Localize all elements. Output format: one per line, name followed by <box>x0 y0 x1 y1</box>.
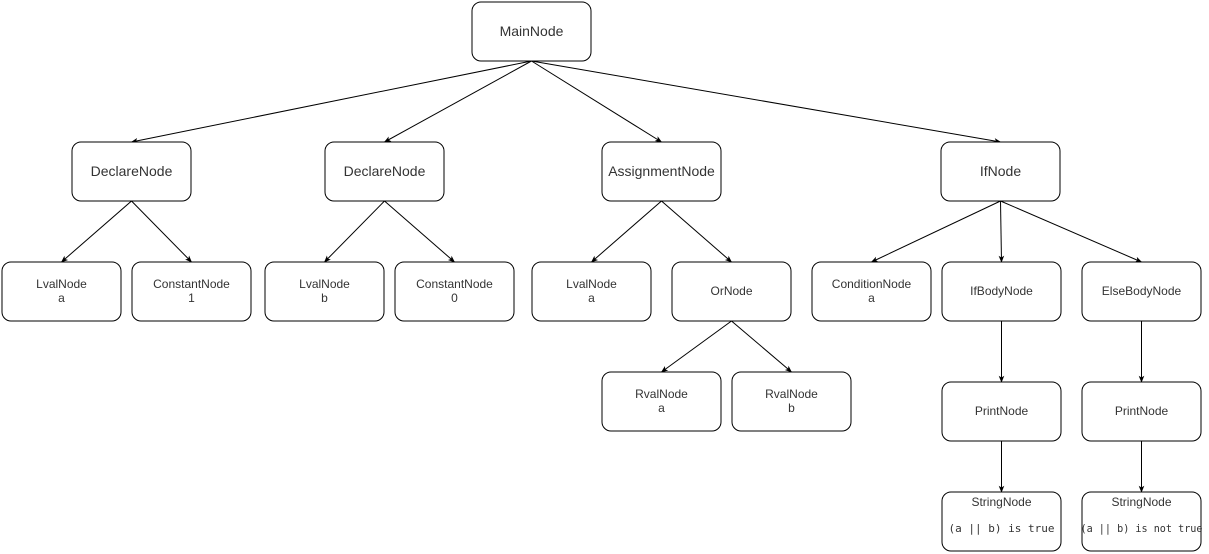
node-declare-b[interactable]: DeclareNode <box>324 141 445 202</box>
node-rval-a[interactable]: RvalNode a <box>601 371 722 432</box>
node-label: MainNode <box>500 23 564 39</box>
node-label: LvalNode <box>566 277 617 291</box>
node-value: (a || b) is not true <box>1081 522 1203 535</box>
node-main[interactable]: MainNode <box>471 1 592 62</box>
edge-main-to-if <box>531 60 1002 144</box>
edge-main-to-assignment <box>531 60 663 143</box>
node-value: a <box>588 291 595 305</box>
node-value: a <box>58 291 65 305</box>
edge-declare-b-to-lval-b <box>324 200 385 263</box>
node-lval-a2[interactable]: LvalNode a <box>531 261 652 322</box>
edge-assignment-to-lval-a2 <box>590 200 662 263</box>
node-value: a <box>868 291 875 305</box>
node-label: ConstantNode <box>153 277 230 291</box>
node-print-else[interactable]: PrintNode <box>1081 381 1202 442</box>
node-ifbody[interactable]: IfBodyNode <box>941 261 1062 322</box>
node-label: AssignmentNode <box>608 163 715 179</box>
node-value: (a || b) is true <box>949 522 1055 535</box>
node-label: DeclareNode <box>91 163 173 179</box>
node-label: ConstantNode <box>416 277 493 291</box>
edge-declare-a-to-lval-a1 <box>60 200 132 263</box>
edge-declare-a-to-const-1 <box>131 200 192 263</box>
edge-main-to-declare-a <box>130 60 532 144</box>
node-declare-a[interactable]: DeclareNode <box>71 141 192 202</box>
node-value: 1 <box>188 291 195 305</box>
node-elsebody[interactable]: ElseBodyNode <box>1081 261 1202 322</box>
node-label: StringNode <box>1111 495 1171 509</box>
edge-main-to-declare-b <box>383 60 532 143</box>
node-assignment[interactable]: AssignmentNode <box>601 141 722 202</box>
edge-declare-b-to-const-0 <box>384 200 456 263</box>
node-label: ElseBodyNode <box>1102 284 1182 298</box>
node-value: b <box>321 291 328 305</box>
node-condition[interactable]: ConditionNode a <box>811 261 932 322</box>
node-if[interactable]: IfNode <box>940 141 1061 202</box>
node-rval-b[interactable]: RvalNode b <box>731 371 852 432</box>
node-const-1[interactable]: ConstantNode 1 <box>131 261 252 322</box>
node-value: a <box>658 401 665 415</box>
edge-if-to-elsebody <box>1000 200 1143 263</box>
edge-if-to-ifbody <box>998 200 1005 263</box>
node-lval-a1[interactable]: LvalNode a <box>1 261 122 322</box>
node-label: IfBodyNode <box>970 284 1033 298</box>
node-label: PrintNode <box>1115 404 1169 418</box>
node-value: b <box>788 401 795 415</box>
node-value: 0 <box>451 291 458 305</box>
node-print-if[interactable]: PrintNode <box>941 381 1062 442</box>
edge-if-to-condition <box>870 200 1001 263</box>
node-label: LvalNode <box>36 277 87 291</box>
node-label: LvalNode <box>299 277 350 291</box>
node-label: DeclareNode <box>344 163 426 179</box>
edges <box>60 60 1145 493</box>
edge-assignment-to-or <box>661 200 733 263</box>
edge-or-to-rval-a <box>660 320 732 373</box>
node-or[interactable]: OrNode <box>671 261 792 322</box>
node-lval-b[interactable]: LvalNode b <box>264 261 385 322</box>
edge-or-to-rval-b <box>731 320 793 373</box>
node-label: OrNode <box>710 284 752 298</box>
node-label: StringNode <box>971 495 1031 509</box>
node-label: ConditionNode <box>832 277 912 291</box>
node-label: RvalNode <box>635 387 688 401</box>
node-label: IfNode <box>980 163 1021 179</box>
node-string-else[interactable]: StringNode (a || b) is not true <box>1081 491 1203 552</box>
node-label: PrintNode <box>975 404 1029 418</box>
node-label: RvalNode <box>765 387 818 401</box>
node-const-0[interactable]: ConstantNode 0 <box>394 261 515 322</box>
node-string-if[interactable]: StringNode (a || b) is true <box>941 491 1062 552</box>
